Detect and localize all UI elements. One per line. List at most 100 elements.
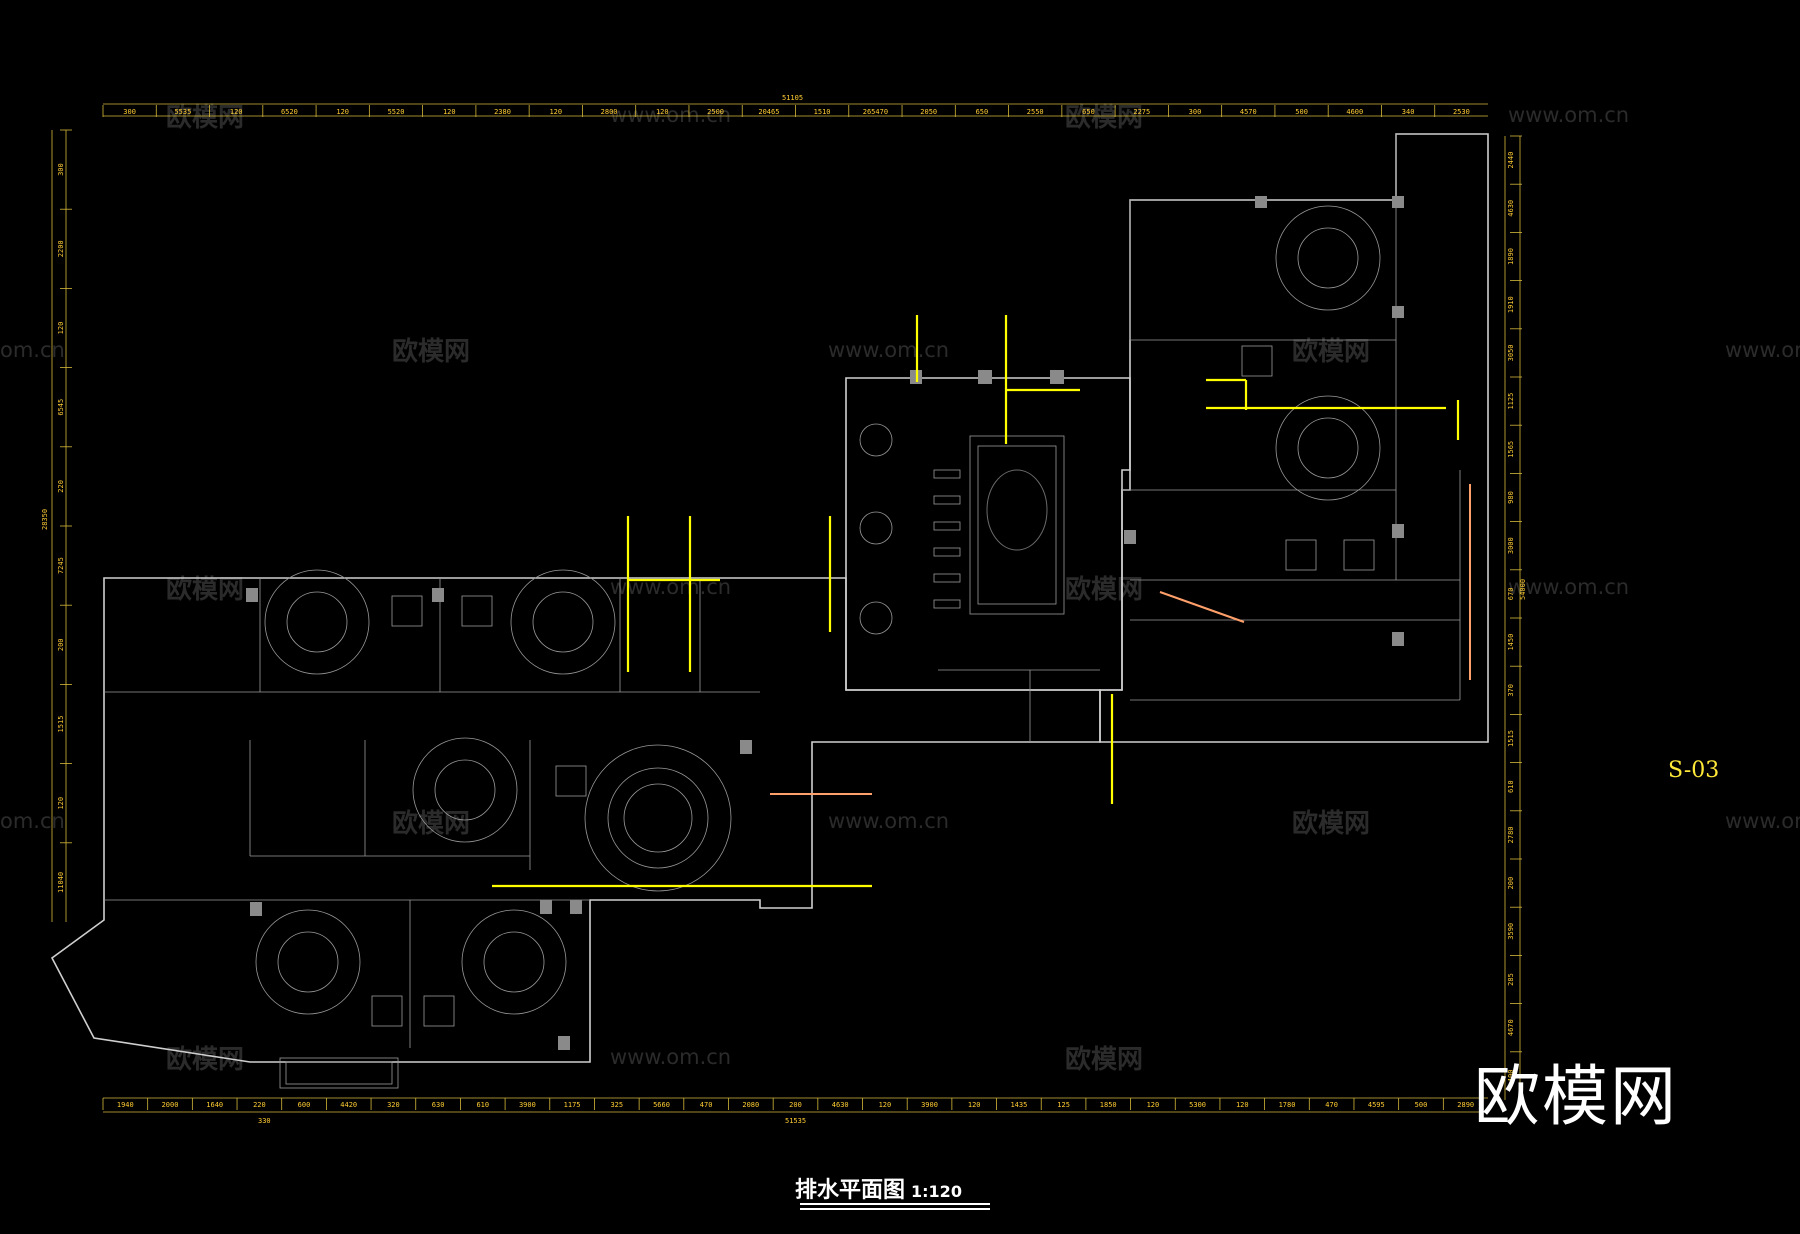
dimension-label: 630 [432, 1101, 445, 1109]
watermark-cn: 欧模网 [392, 336, 470, 367]
round-table [255, 909, 361, 1015]
central-feature-carpet [969, 435, 1065, 615]
dimension-label: 2440 [1507, 152, 1515, 169]
watermark-url: www.om.cn [1725, 809, 1800, 833]
column [250, 902, 262, 916]
dimension-label: 120 [336, 108, 349, 116]
watermark-url: www.om.cn [610, 1045, 731, 1069]
dimension-label: 610 [476, 1101, 489, 1109]
drawing-scale: 1:120 [911, 1182, 962, 1201]
dimension-label: 340 [1402, 108, 1415, 116]
dimension-label: 320 [387, 1101, 400, 1109]
dimension-label: 3590 [1507, 923, 1515, 940]
watermark-url: www.om.cn [1508, 103, 1629, 127]
square-table [1285, 539, 1317, 571]
dimension-label: 1510 [814, 108, 831, 116]
dimension-label: 2530 [1453, 108, 1470, 116]
dimension-label: 1780 [1279, 1101, 1296, 1109]
dimension-label: 300 [57, 163, 65, 176]
round-table [1275, 395, 1381, 501]
dimension-label: 470 [1325, 1101, 1338, 1109]
dimension-label: 20465 [758, 108, 779, 116]
drawing-title-text: 排水平面图 [795, 1178, 906, 1203]
dimension-label: 285 [1507, 973, 1515, 986]
dimension-label: 1435 [1010, 1101, 1027, 1109]
dimension-label: 2050 [920, 108, 937, 116]
dimension-label: 2275 [1133, 108, 1150, 116]
right-total-dimension: 54000 [1519, 579, 1527, 600]
dimension-label: 3900 [519, 1101, 536, 1109]
dimension-label: 2080 [742, 1101, 759, 1109]
dimension-label: 120 [656, 108, 669, 116]
dimension-label: 670 [1507, 588, 1515, 601]
dimension-label: 200 [1507, 877, 1515, 890]
secondary-pipes [770, 484, 1471, 795]
lounge-table [859, 423, 893, 457]
dimension-label: 2200 [57, 240, 65, 257]
dimension-label: 2380 [494, 108, 511, 116]
sheet-number: S-03 [1668, 758, 1720, 783]
dimension-label: 300 [1189, 108, 1202, 116]
watermark-url: www.om.cn [1508, 575, 1629, 599]
dimension-label: 1890 [1507, 248, 1515, 265]
top-total-dimension: 51105 [782, 94, 803, 102]
dimension-label: 3900 [921, 1101, 938, 1109]
watermark-cn: 欧模网 [1065, 574, 1143, 605]
column [978, 370, 992, 384]
title-underline [800, 1208, 990, 1210]
dimension-label: 2550 [1027, 108, 1044, 116]
dimension-label: 1640 [206, 1101, 223, 1109]
dimension-label: 220 [253, 1101, 266, 1109]
dimension-label: 5660 [653, 1101, 670, 1109]
watermark-cn: 欧模网 [392, 808, 470, 839]
dimension-label: 1515 [1507, 730, 1515, 747]
dimension-label: 5535 [174, 108, 191, 116]
watermark-cn: 欧模网 [1292, 808, 1370, 839]
building-walls [50, 133, 1489, 1063]
dimension-label: 120 [879, 1101, 892, 1109]
dimension-label: 1125 [1507, 393, 1515, 410]
dimension-label: 1940 [117, 1101, 134, 1109]
dimension-label: 2500 [707, 108, 724, 116]
square-table [555, 765, 587, 797]
lounge-table [859, 511, 893, 545]
round-table [461, 909, 567, 1015]
dimension-label: 3000 [1507, 537, 1515, 554]
column [1392, 632, 1404, 646]
title-underline [800, 1203, 990, 1205]
right-dimension-texts: 2440463018901910305011251565980300067014… [1507, 135, 1522, 1083]
dimension-label: 3050 [1507, 344, 1515, 361]
dimension-label: 2890 [1457, 1101, 1474, 1109]
square-table [1241, 345, 1273, 377]
dimension-label: 500 [1415, 1101, 1428, 1109]
column [246, 588, 258, 602]
column [1255, 196, 1267, 208]
watermark-cn: 欧模网 [1065, 102, 1143, 133]
watermark-url: om.cn [0, 809, 65, 833]
dimension-label: 1175 [564, 1101, 581, 1109]
column [1392, 196, 1404, 208]
bar-benches [933, 469, 961, 609]
column [432, 588, 444, 602]
column [570, 900, 582, 914]
dimension-label: 400 [1507, 1070, 1515, 1083]
watermark-cn: 欧模网 [1292, 336, 1370, 367]
column [1050, 370, 1064, 384]
dimension-label: 470 [700, 1101, 713, 1109]
round-table [584, 744, 732, 892]
column [740, 740, 752, 754]
watermark-url: om.cn [0, 338, 65, 362]
watermark-cn: 欧模网 [166, 574, 244, 605]
dimension-label: 7245 [57, 557, 65, 574]
dimension-label: 1565 [1507, 441, 1515, 458]
dimension-label: 500 [1295, 108, 1308, 116]
dimension-label: 125 [1057, 1101, 1070, 1109]
dimension-label: 6545 [57, 399, 65, 416]
square-table [371, 995, 403, 1027]
column [1124, 530, 1136, 544]
column [558, 1036, 570, 1050]
